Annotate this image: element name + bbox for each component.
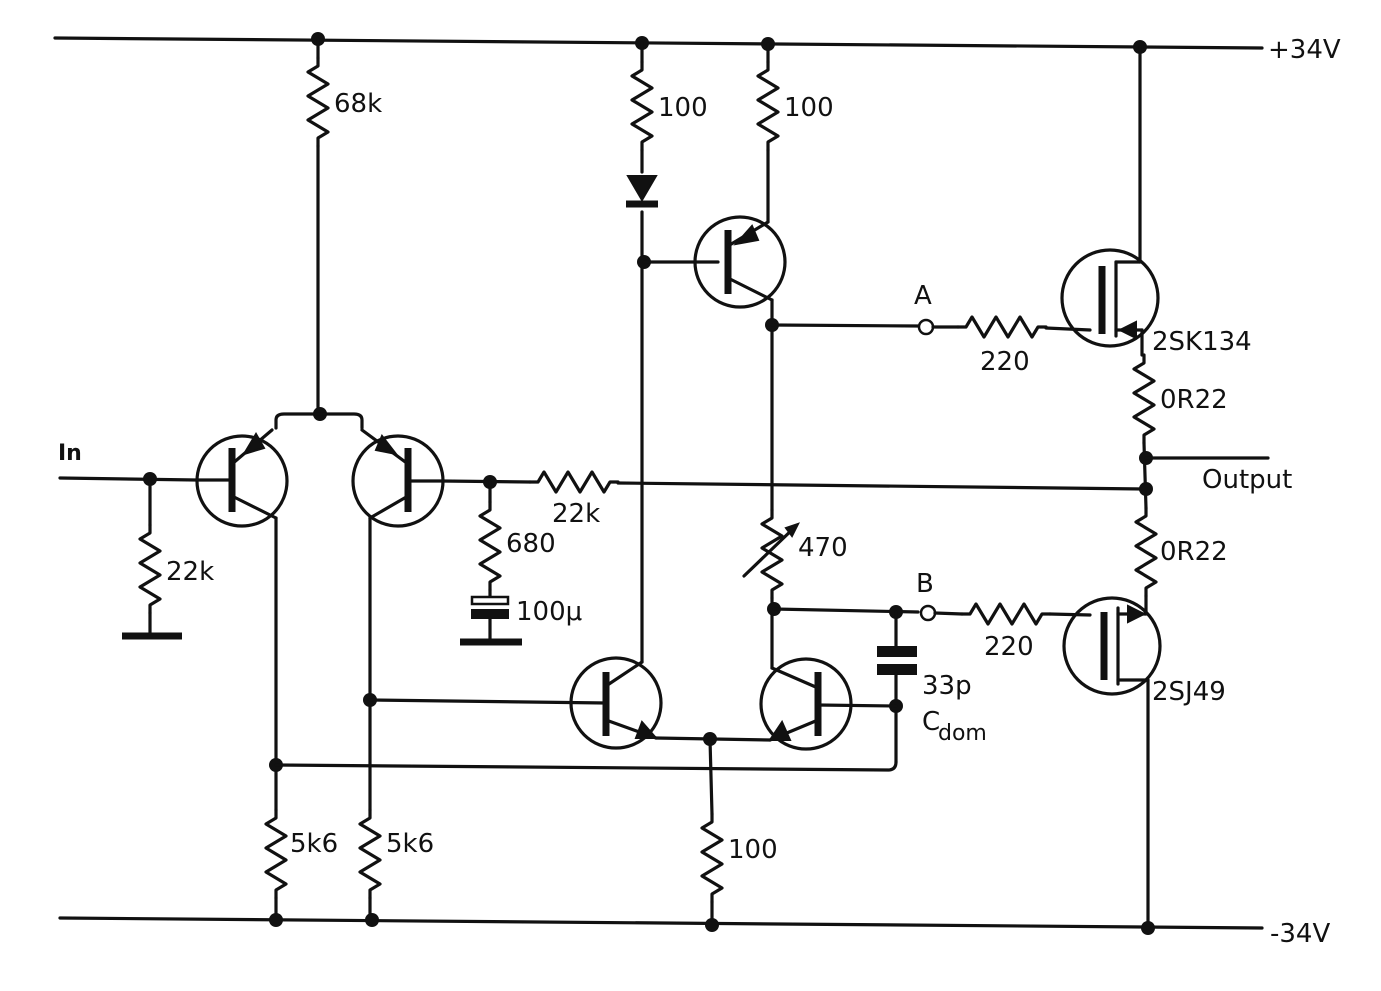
- mosfet-p-label: 2SJ49: [1152, 677, 1226, 707]
- resistor-source-bottom: [1134, 506, 1158, 598]
- resistor-source-top-label: 0R22: [1160, 385, 1228, 415]
- output-drain-wire: [1133, 40, 1147, 264]
- resistor-feedback-label: 22k: [552, 499, 600, 529]
- test-point-a-label: A: [914, 281, 932, 311]
- lts-ground-wires: [269, 896, 379, 927]
- resistor-lts-left: [264, 808, 288, 900]
- transistor-q2: [351, 428, 445, 528]
- resistor-bias-preset: [742, 508, 800, 600]
- resistor-tail-label: 68k: [334, 89, 382, 119]
- resistor-mirror-emitter: [700, 812, 724, 904]
- transistor-q1: [194, 428, 289, 528]
- resistor-source-top: [1132, 353, 1156, 445]
- tail-wire: [274, 32, 364, 430]
- mosfet-p: [1062, 594, 1162, 935]
- resistor-lts-right: [358, 808, 382, 900]
- resistor-feedback-shunt: [478, 500, 502, 592]
- mosfet-n-label: 2SK134: [1152, 327, 1252, 357]
- resistor-bias-preset-label: 470: [798, 533, 848, 563]
- resistor-vas-emitter-label: 100: [784, 93, 834, 123]
- diode-branch-wire: [635, 36, 720, 664]
- resistor-diode-supply-label: 100: [658, 93, 708, 123]
- transistor-mirror-left: [368, 656, 663, 750]
- resistor-feedback-shunt-label: 680: [506, 529, 556, 559]
- negative-rail-label: -34V: [1270, 919, 1330, 949]
- feedback-wire: [440, 475, 1148, 504]
- resistor-gate-a-label: 220: [980, 347, 1030, 377]
- capacitor-dom-label: C: [922, 707, 940, 737]
- resistor-source-bottom-label: 0R22: [1160, 537, 1228, 567]
- resistor-lts-left-label: 5k6: [290, 829, 338, 859]
- capacitor-feedback: [460, 588, 522, 646]
- mirror-emitter-wire: [654, 732, 772, 932]
- input-wire: [58, 472, 198, 527]
- resistor-lts-right-label: 5k6: [386, 829, 434, 859]
- positive-rail: [53, 36, 1264, 50]
- positive-rail-label: +34V: [1268, 35, 1341, 65]
- input-label: In: [58, 441, 82, 466]
- capacitor-feedback-label: 100μ: [516, 597, 582, 627]
- resistor-tail: [306, 56, 330, 148]
- output-node: [1139, 441, 1270, 510]
- resistor-gate-a: [956, 315, 1048, 339]
- vas-emitter-wire: [761, 37, 775, 224]
- diode: [626, 175, 658, 208]
- resistor-gate-b-label: 220: [984, 632, 1034, 662]
- ground-input: [122, 611, 182, 640]
- transistor-mirror-right: [759, 657, 898, 751]
- resistor-mirror-emitter-label: 100: [728, 835, 778, 865]
- resistor-gate-b: [960, 602, 1052, 626]
- mosfet-n: [1060, 248, 1160, 357]
- capacitor-dom: [274, 610, 917, 772]
- capacitor-dom-value: 33p: [922, 671, 972, 701]
- resistor-diode-supply: [630, 60, 654, 152]
- gate-a-wire: [770, 318, 1092, 336]
- resistor-vas-emitter: [756, 60, 780, 152]
- bias-lower-wire: [767, 596, 1092, 670]
- capacitor-dom-subscript: dom: [938, 721, 987, 746]
- transistor-vas: [693, 215, 787, 512]
- resistor-input-bias-label: 22k: [166, 557, 214, 587]
- resistor-feedback: [528, 470, 620, 494]
- negative-rail: [58, 916, 1264, 930]
- resistor-input-bias: [138, 523, 162, 615]
- test-point-b-label: B: [916, 569, 934, 599]
- output-label: Output: [1202, 465, 1292, 495]
